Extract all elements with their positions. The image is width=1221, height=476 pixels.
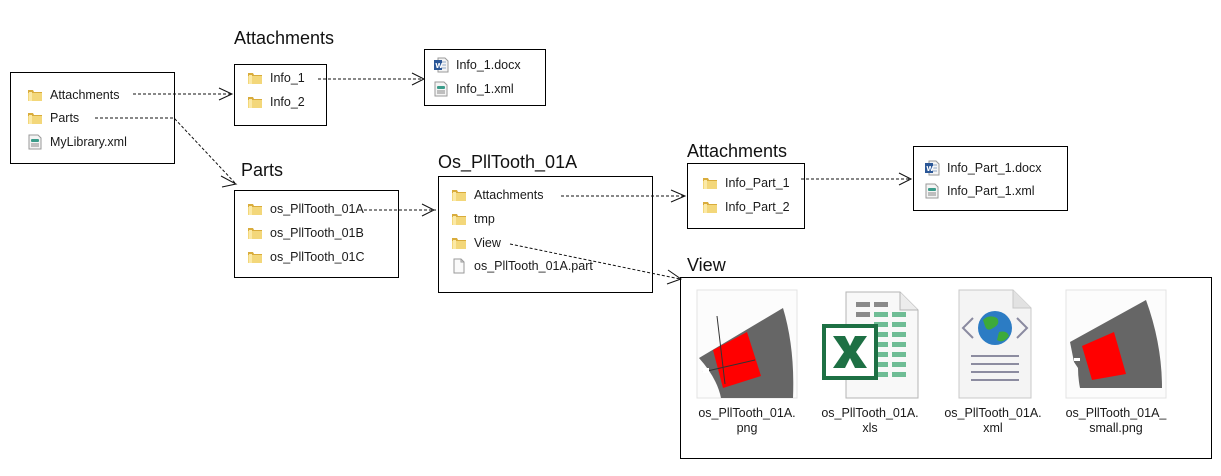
folder-icon bbox=[247, 94, 263, 110]
part-01a-title: Os_PllTooth_01A bbox=[438, 152, 578, 172]
xml-file-icon bbox=[924, 183, 940, 199]
tile-label-line2: xml bbox=[983, 421, 1003, 435]
folder-icon bbox=[451, 235, 467, 251]
item-label: os_PllTooth_01A bbox=[270, 202, 364, 216]
list-item-info-part-2[interactable]: Info_Part_2 bbox=[702, 198, 790, 216]
item-label: Info_2 bbox=[270, 95, 305, 109]
folder-icon bbox=[451, 211, 467, 227]
parts-title: Parts bbox=[241, 160, 284, 180]
list-item-info-1-docx[interactable]: W Info_1.docx bbox=[433, 56, 521, 74]
list-item-os-plltooth-01b[interactable]: os_PllTooth_01B bbox=[247, 224, 364, 242]
folder-icon bbox=[27, 110, 43, 126]
item-label: Info_Part_1 bbox=[725, 176, 790, 190]
info-1-folder-box: W Info_1.docx Info_1.xml bbox=[424, 49, 546, 106]
item-label: os_PllTooth_01C bbox=[270, 250, 365, 264]
attachments-title: Attachments bbox=[234, 28, 335, 48]
list-item-info-part-1-docx[interactable]: W Info_Part_1.docx bbox=[924, 159, 1042, 177]
item-label: Info_Part_1.xml bbox=[947, 184, 1035, 198]
view-title: View bbox=[687, 255, 726, 275]
item-label: Info_1.docx bbox=[456, 58, 521, 72]
list-item-view[interactable]: View bbox=[451, 234, 501, 252]
tile-label-line1: os_PllTooth_01A. bbox=[944, 406, 1042, 420]
tile-png[interactable]: os_PllTooth_01A. png bbox=[693, 288, 801, 436]
xml-file-icon bbox=[433, 81, 449, 97]
item-label: os_PllTooth_01B bbox=[270, 226, 364, 240]
root-folder-box: Attachments Parts MyLibrary.xml bbox=[10, 72, 175, 164]
png-thumbnail-icon bbox=[696, 289, 798, 399]
list-item-part-attachments[interactable]: Attachments bbox=[451, 186, 543, 204]
info-part-1-folder-box: W Info_Part_1.docx Info_Part_1.xml bbox=[913, 146, 1068, 211]
tile-label-line1: os_PllTooth_01A. bbox=[698, 406, 796, 420]
list-item-mylibrary-xml[interactable]: MyLibrary.xml bbox=[27, 133, 127, 151]
tile-label-line2: small.png bbox=[1089, 421, 1143, 435]
item-label: MyLibrary.xml bbox=[50, 135, 127, 149]
item-label: Info_Part_2 bbox=[725, 200, 790, 214]
blank-file-icon bbox=[451, 258, 467, 274]
item-label: Attachments bbox=[50, 88, 120, 102]
list-item-info-2[interactable]: Info_2 bbox=[247, 93, 305, 111]
list-item-parts[interactable]: Parts bbox=[27, 109, 79, 127]
folder-icon bbox=[247, 70, 263, 86]
folder-icon bbox=[247, 249, 263, 265]
list-item-info-part-1-xml[interactable]: Info_Part_1.xml bbox=[924, 182, 1035, 200]
item-label: Attachments bbox=[474, 188, 544, 202]
tile-label-line1: os_PllTooth_01A. bbox=[821, 406, 919, 420]
svg-text:W: W bbox=[435, 62, 443, 70]
png-thumbnail-icon bbox=[1065, 289, 1167, 399]
svg-text:W: W bbox=[926, 165, 934, 173]
item-label: Parts bbox=[50, 111, 80, 125]
folder-icon bbox=[27, 87, 43, 103]
item-label: Info_1.xml bbox=[456, 82, 514, 96]
folder-icon bbox=[702, 175, 718, 191]
parts-folder-box: os_PllTooth_01A os_PllTooth_01B os_PllTo… bbox=[234, 190, 399, 278]
part-attachments-folder-box: Info_Part_1 Info_Part_2 bbox=[687, 163, 805, 229]
list-item-part-file[interactable]: os_PllTooth_01A.part bbox=[451, 257, 593, 275]
item-label: tmp bbox=[474, 212, 495, 226]
list-item-info-1-xml[interactable]: Info_1.xml bbox=[433, 80, 514, 98]
view-folder-box: os_PllTooth_01A. png os_PllTooth_01A. xl… bbox=[680, 277, 1212, 459]
item-label: View bbox=[474, 236, 501, 250]
folder-icon bbox=[247, 201, 263, 217]
tile-small-png[interactable]: os_PllTooth_01A_ small.png bbox=[1062, 288, 1170, 436]
tile-xml[interactable]: os_PllTooth_01A. xml bbox=[939, 288, 1047, 436]
list-item-os-plltooth-01a[interactable]: os_PllTooth_01A bbox=[247, 200, 364, 218]
folder-icon bbox=[451, 187, 467, 203]
part-01a-folder-box: Attachments tmp View os_PllTooth_01A.par… bbox=[438, 176, 653, 293]
tile-xls[interactable]: os_PllTooth_01A. xls bbox=[816, 288, 924, 436]
tile-label-line1: os_PllTooth_01A_ bbox=[1065, 406, 1167, 420]
word-file-icon: W bbox=[433, 57, 449, 73]
item-label: Info_1 bbox=[270, 71, 305, 85]
list-item-info-part-1[interactable]: Info_Part_1 bbox=[702, 174, 790, 192]
word-file-icon: W bbox=[924, 160, 940, 176]
folder-icon bbox=[247, 225, 263, 241]
excel-file-icon bbox=[822, 291, 919, 399]
tile-label-line2: png bbox=[736, 421, 758, 435]
list-item-os-plltooth-01c[interactable]: os_PllTooth_01C bbox=[247, 248, 365, 266]
item-label: os_PllTooth_01A.part bbox=[474, 259, 593, 273]
list-item-tmp[interactable]: tmp bbox=[451, 210, 495, 228]
folder-icon bbox=[702, 199, 718, 215]
xml-web-file-icon bbox=[958, 289, 1032, 399]
attachments-folder-box: Info_1 Info_2 bbox=[234, 64, 327, 126]
list-item-info-1[interactable]: Info_1 bbox=[247, 69, 305, 87]
item-label: Info_Part_1.docx bbox=[947, 161, 1042, 175]
xml-file-icon bbox=[27, 134, 43, 150]
tile-label-line2: xls bbox=[862, 421, 878, 435]
list-item-attachments[interactable]: Attachments bbox=[27, 86, 119, 104]
part-attachments-title: Attachments bbox=[687, 141, 788, 161]
